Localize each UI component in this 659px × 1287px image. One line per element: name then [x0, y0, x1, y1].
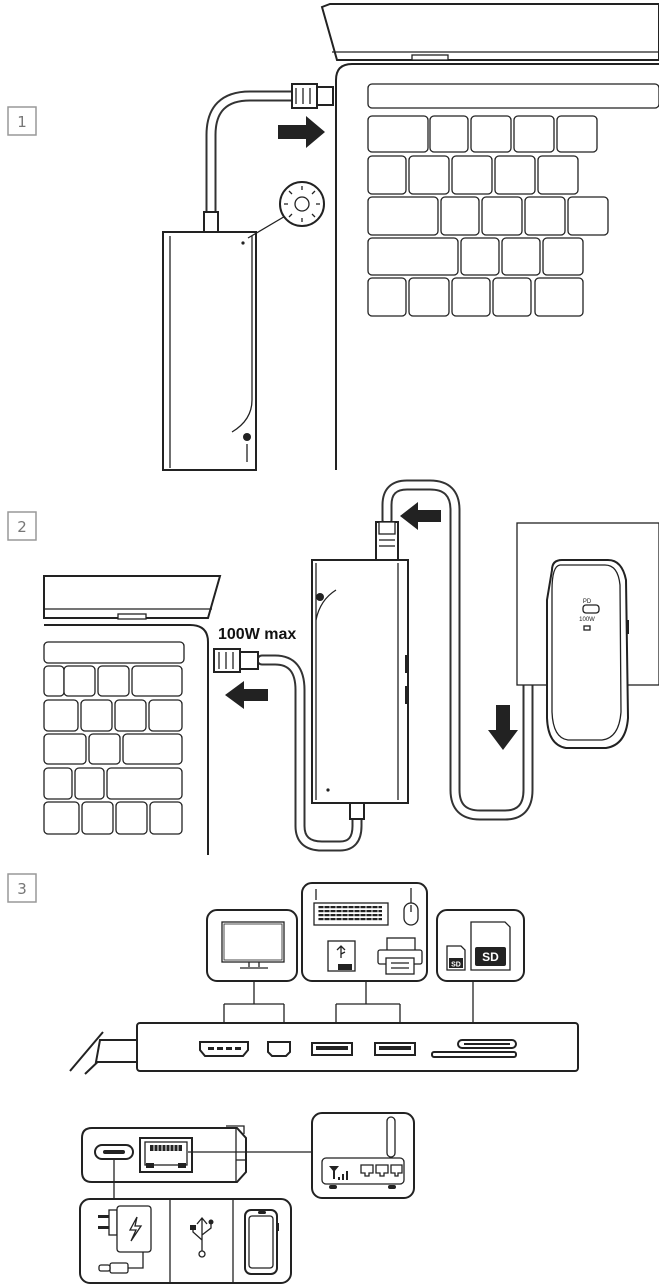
step-1-usb-c-cable [203, 83, 334, 233]
led-light-callout [247, 181, 325, 239]
power-limit-label: 100W max [218, 626, 296, 643]
step-1-hub [162, 231, 257, 471]
step-2-laptop-cable [213, 648, 365, 852]
keyboard [367, 83, 659, 317]
laptop-top-view [320, 3, 659, 470]
step-2-number: 2 [17, 518, 27, 536]
hub-end-view [81, 1125, 312, 1200]
laptop-left-view [43, 575, 222, 855]
pd-label: PD [583, 599, 592, 605]
ethernet-port [139, 1137, 193, 1173]
card-reader-box: SD SD [436, 909, 525, 982]
sd-label: SD [482, 950, 499, 964]
step-2-hub [311, 559, 409, 804]
port-connector-lines [223, 981, 474, 1030]
brand-logo-icon [243, 433, 251, 441]
watt-label: 100W [579, 617, 595, 623]
lightning-icon [128, 1216, 143, 1242]
usb-drive-icon [327, 940, 356, 972]
hub-front-ports [69, 1022, 579, 1075]
arrow-left-icon-2 [400, 502, 441, 530]
led-rays-icon [284, 186, 320, 222]
sd-card-icon: SD [470, 921, 511, 971]
signal-icon [329, 1166, 348, 1180]
wall-power-adapter: PD 100W [516, 522, 659, 749]
hdmi-port [199, 1041, 249, 1057]
step-2-badge: 2 [7, 511, 37, 541]
microsd-label: SD [451, 962, 461, 969]
sd-slot [431, 1051, 517, 1058]
arrow-down-icon [488, 705, 518, 750]
arrow-left-icon [225, 681, 268, 709]
power-delivery-box [79, 1198, 292, 1284]
step-1-badge: 1 [7, 106, 37, 136]
arrow-right-icon [278, 116, 325, 148]
printer-icon [377, 937, 423, 975]
mini-displayport [267, 1041, 291, 1057]
mouse-icon [403, 902, 419, 926]
router-antenna [386, 1116, 396, 1158]
phone-icon [244, 1209, 279, 1275]
microsd-card-icon: SD [446, 945, 466, 971]
step-3-badge: 3 [7, 873, 37, 903]
step-1-number: 1 [17, 113, 27, 131]
power-adapter-icon [98, 1205, 152, 1274]
network-router-box [311, 1112, 415, 1199]
usb-devices-box [301, 882, 428, 982]
monitor-icon [221, 921, 285, 963]
step-3-number: 3 [17, 880, 27, 898]
brand-logo-icon-2 [316, 593, 324, 601]
display-device-box [206, 909, 298, 982]
usb-symbol-icon [190, 1216, 214, 1258]
